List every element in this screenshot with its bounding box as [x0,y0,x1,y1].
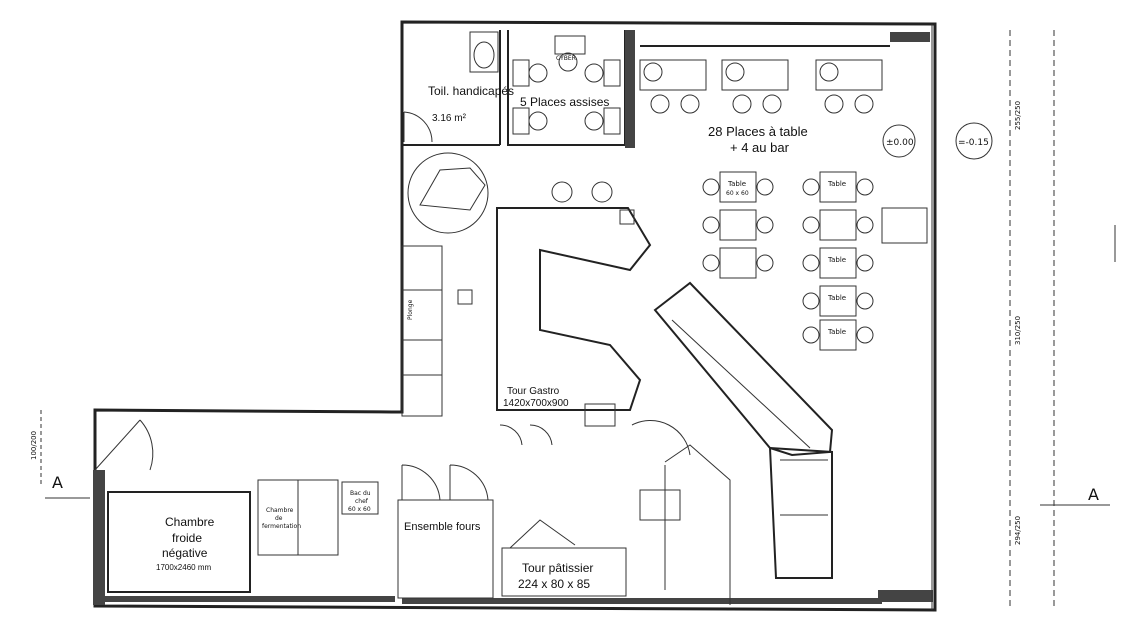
table-label: Table [727,180,746,188]
bar-counter: Tour Gastro 1420x700x900 [457,181,652,427]
table-seats-label-2: + 4 au bar [730,140,790,155]
table-label-5: Table [827,328,846,336]
dimensions: 100/200 255/250 310/250 294/250 A A [30,30,1116,610]
pastry-counter: Tour pâtissier 224 x 80 x 85 [501,519,627,597]
cold-room-label-2: froide [172,531,202,545]
cold-room-label-1: Chambre [165,515,215,529]
dim-label-c: 310/250 [1014,316,1022,345]
interior-doors [499,420,731,605]
cold-room-label-4: 1700x2460 mm [156,563,211,572]
tour-gastro-label-1: Tour Gastro [507,386,560,397]
ferment-label-3: fermentation [262,523,301,530]
ferment-label-1: Chambre [266,507,294,514]
outer-walls [93,20,937,612]
bac-chef-label-1: Bac du [350,490,371,497]
table-label-4: Table [827,294,846,302]
kitchen-wall-equipment: Plonge [401,245,443,417]
cold-room-label-3: négative [162,546,208,560]
toilet-area: 3.16 m² [432,113,467,124]
ovens-label: Ensemble fours [404,521,481,533]
top-tables [639,45,890,114]
bac-chef-label-3: 60 x 60 [348,506,371,513]
table-label-2: Table [827,180,846,188]
fermentation-rooms: Chambre de fermentation Bac du chef 60 x… [257,479,379,556]
dining-tables: Table 60 x 60 Table Table Table Table [702,171,928,351]
section-label-left: A [52,473,63,492]
ferment-label-2: de [275,515,283,522]
display-counter [653,281,834,579]
cyber-area: CYBER 5 Places assises [507,30,635,148]
cyber-seats-label: 5 Places assises [520,95,609,109]
dim-label-b: 255/250 [1014,101,1022,130]
pastry-label-1: Tour pâtissier [522,561,593,575]
tour-gastro-label-2: 1420x700x900 [503,398,569,409]
level-label-2: =-0.15 [958,138,989,148]
table-seats-label-1: 28 Places à table [708,124,808,139]
table-size-label: 60 x 60 [726,190,749,197]
level-label-1: ±0.00 [886,138,914,148]
toilet-title: Toil. handicapés [428,84,514,98]
dim-label-a: 100/200 [30,431,38,460]
plonge-label: Plonge [407,299,414,320]
dim-label-d: 294/250 [1014,516,1022,545]
level-marker-2 [955,122,993,160]
cold-room: Chambre froide négative 1700x2460 mm [94,419,251,593]
toilet-room: Toil. handicapés 3.16 m² [401,30,514,234]
section-label-right: A [1088,485,1099,504]
table-label-3: Table [827,256,846,264]
level-marker-1 [882,124,916,158]
pastry-label-2: 224 x 80 x 85 [518,577,590,591]
oven-block: Ensemble fours [397,464,494,599]
cyber-label: CYBER [556,55,576,62]
bac-chef-label-2: chef [355,498,369,505]
